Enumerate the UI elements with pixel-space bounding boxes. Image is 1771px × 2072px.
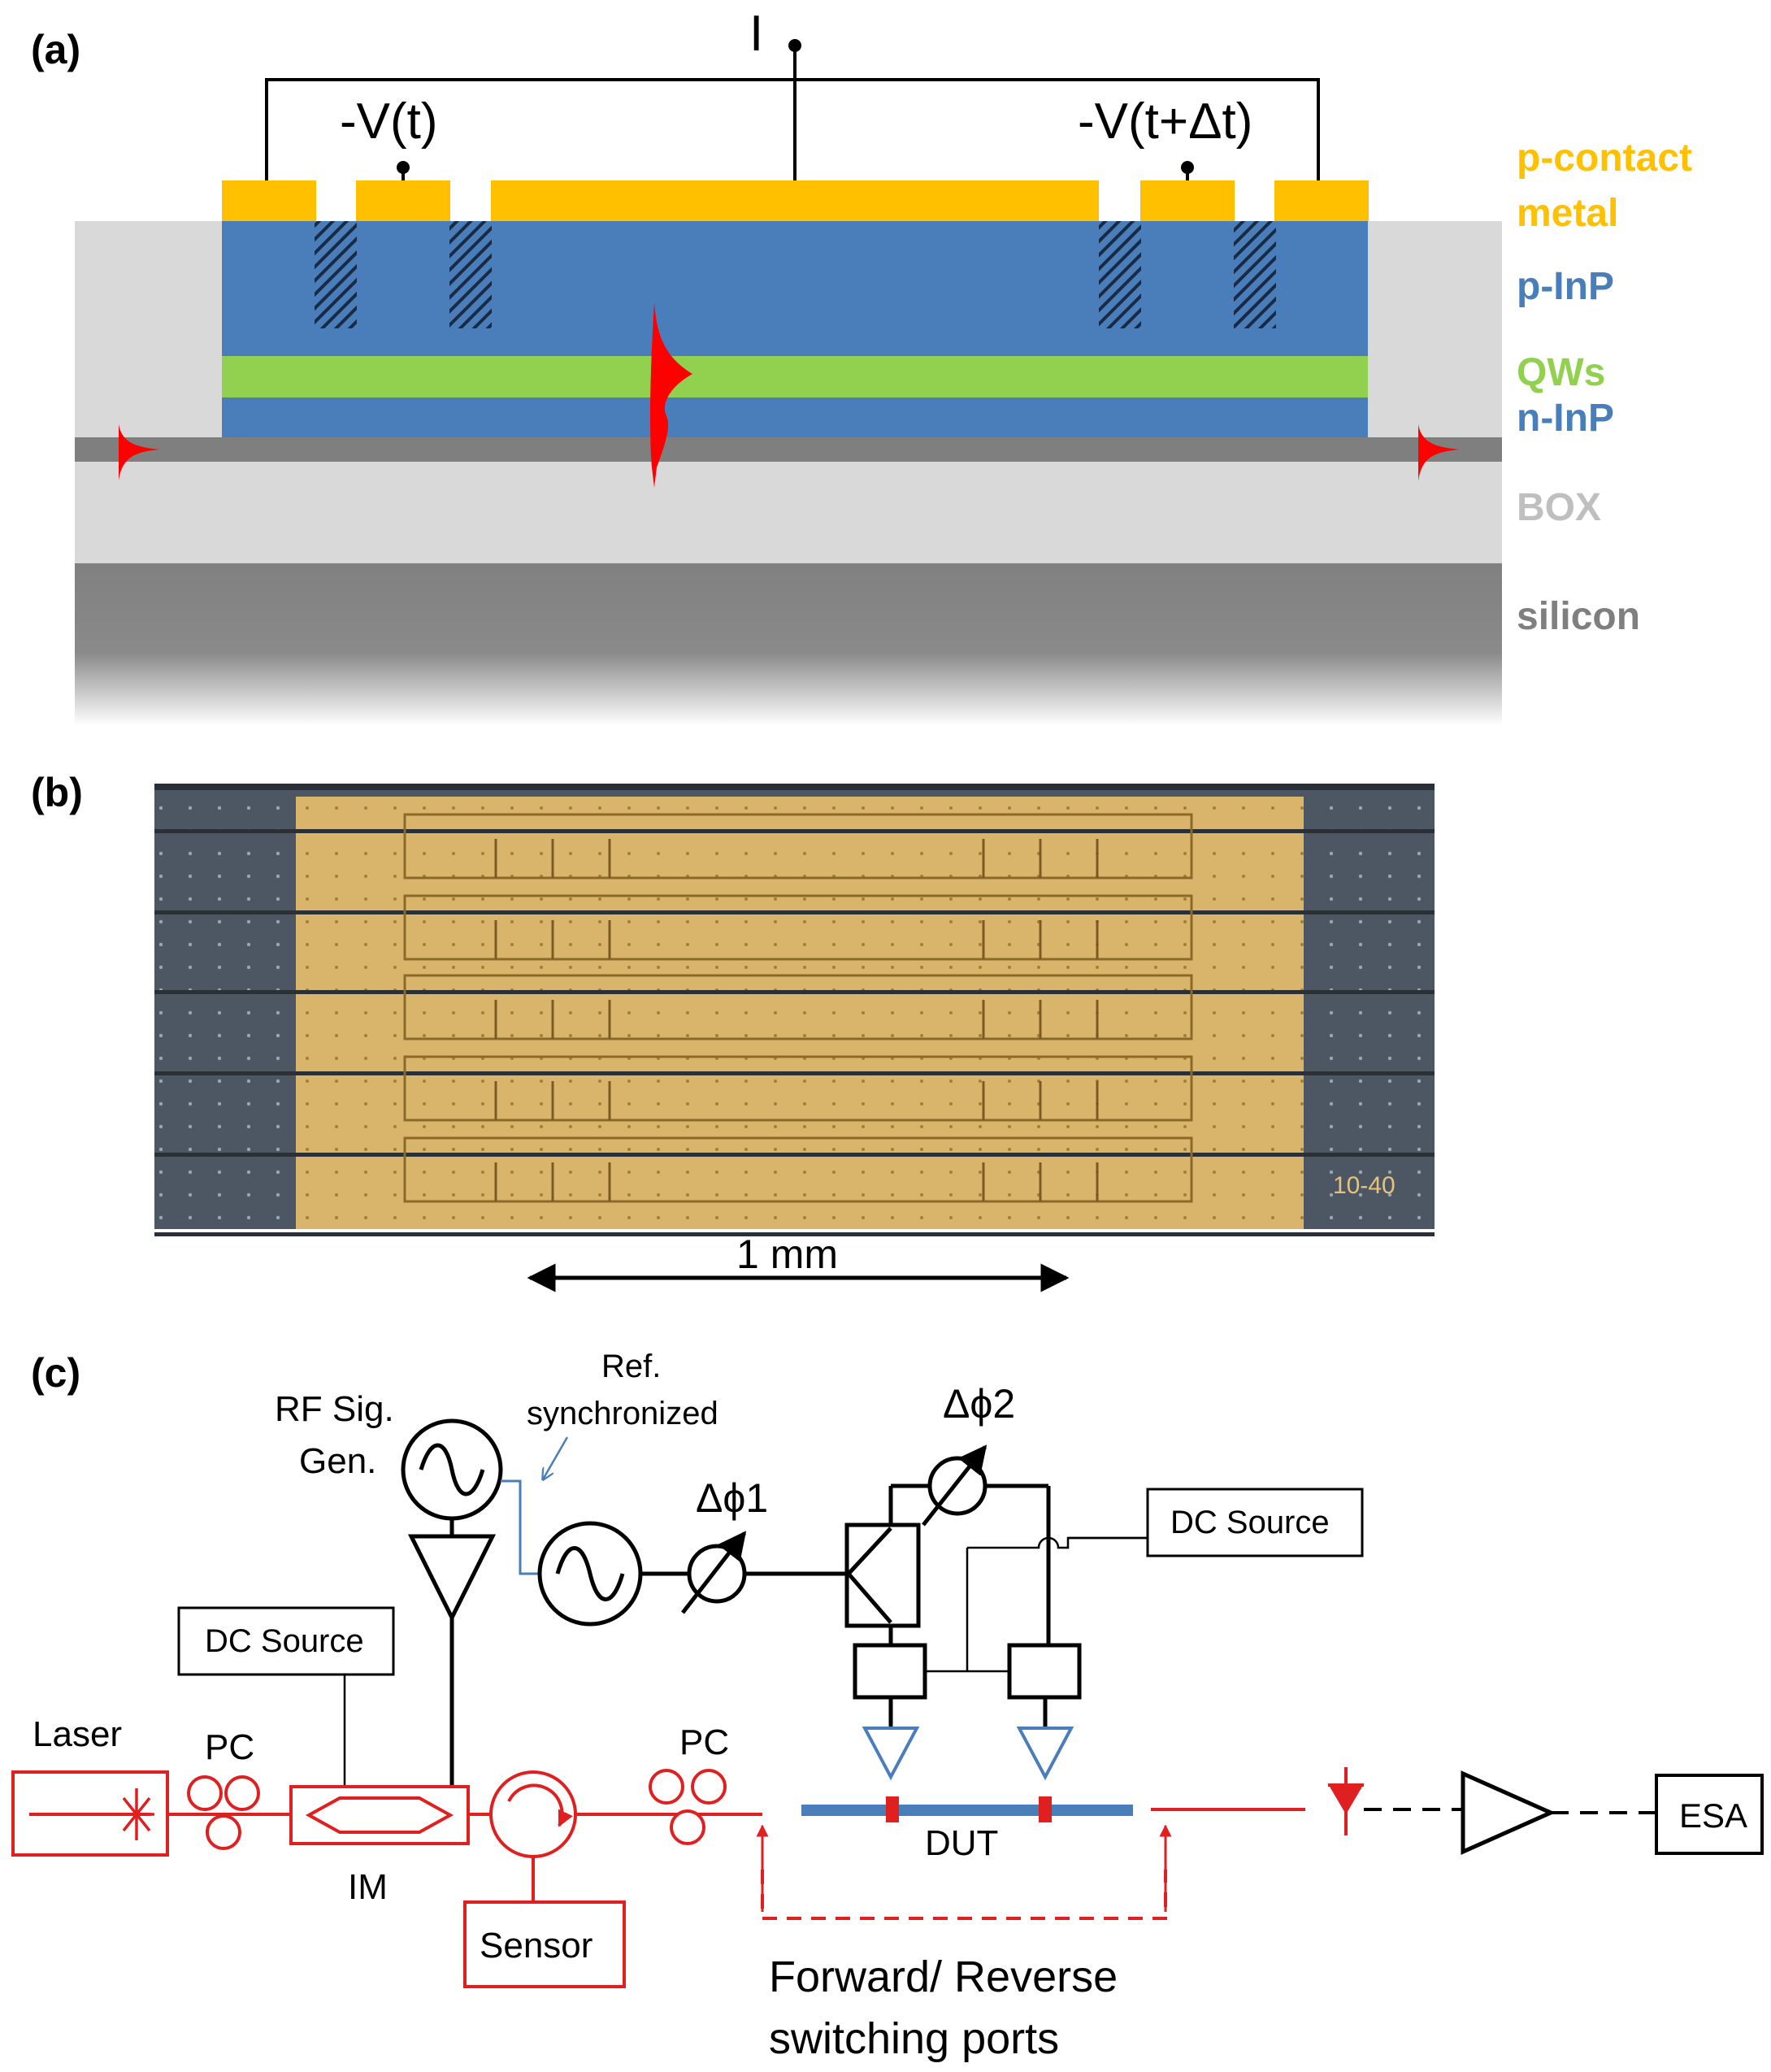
phase-shifter-2-arrow bbox=[922, 1444, 988, 1527]
chip-device-outline bbox=[403, 813, 1193, 880]
chip-device-outline bbox=[403, 894, 1193, 961]
dut-pad-right bbox=[1039, 1796, 1052, 1822]
contact-metal bbox=[1274, 180, 1369, 221]
p-inp-layer bbox=[222, 221, 1368, 356]
sensor-label: Sensor bbox=[480, 1926, 593, 1966]
voltage-terminal-left bbox=[397, 161, 410, 174]
legend-silicon: silicon bbox=[1517, 595, 1640, 638]
switch-dashed-line bbox=[761, 1870, 1167, 1920]
mzi-icon bbox=[305, 1796, 454, 1834]
ref-arrow bbox=[543, 1436, 569, 1479]
scale-label: 1 mm bbox=[736, 1231, 838, 1277]
mode-profile bbox=[650, 302, 692, 488]
rf-gen-label-2: Gen. bbox=[299, 1441, 376, 1481]
chip-device-outline bbox=[403, 1055, 1193, 1122]
ref-label-1: Ref. bbox=[601, 1349, 661, 1384]
pc-left-label: PC bbox=[205, 1727, 254, 1767]
probe-right bbox=[1016, 1727, 1074, 1781]
chip-waveguide-line bbox=[154, 1232, 1435, 1236]
laser-label: Laser bbox=[33, 1714, 122, 1754]
dc-source-left bbox=[177, 1606, 395, 1676]
current-label: I bbox=[749, 6, 763, 62]
bias-tee-right bbox=[1007, 1643, 1082, 1700]
chip-waveguide-line bbox=[154, 910, 1435, 914]
panel-c: (c) RF Sig. Gen. Ref. synchronized Δϕ1 Δ… bbox=[11, 1349, 1764, 2063]
contact-metal bbox=[491, 180, 1099, 221]
contact-metal bbox=[356, 180, 450, 221]
panel-b-label: (b) bbox=[31, 770, 83, 815]
ref-label-2: synchronized bbox=[527, 1396, 718, 1431]
legend-qws: QWs bbox=[1517, 351, 1605, 394]
switch-label-1: Forward/ Reverse bbox=[769, 1953, 1118, 2001]
current-terminal bbox=[788, 39, 801, 52]
laser-star-icon bbox=[119, 1788, 154, 1840]
bias-wire bbox=[967, 1536, 1148, 1549]
legend-p-inp: p-InP bbox=[1517, 265, 1614, 308]
dut-bar bbox=[801, 1805, 1133, 1816]
phase-1-label: Δϕ1 bbox=[696, 1475, 768, 1521]
isolation-trench bbox=[1234, 221, 1276, 328]
dc-source-left-label: DC Source bbox=[205, 1623, 364, 1659]
intensity-modulator bbox=[289, 1785, 470, 1845]
legend-p-contact: p-contact bbox=[1517, 137, 1692, 180]
sensor bbox=[463, 1900, 626, 1988]
chip-marking: 10-40 bbox=[1333, 1172, 1396, 1199]
chip-waveguide-line bbox=[154, 990, 1435, 994]
ref-line bbox=[501, 1479, 540, 1575]
contact-metal bbox=[222, 180, 316, 221]
isolation-trench bbox=[1099, 221, 1141, 328]
phase-shifter-1-arrow bbox=[681, 1531, 747, 1614]
isolation-trench bbox=[449, 221, 492, 328]
sine-icon bbox=[419, 1443, 485, 1496]
dut-pad-left bbox=[886, 1796, 899, 1822]
silicon-layer bbox=[75, 563, 1502, 726]
dc-source-top bbox=[1146, 1488, 1364, 1557]
rf-gen-label-1: RF Sig. bbox=[275, 1389, 394, 1429]
phase-2-label: Δϕ2 bbox=[943, 1381, 1015, 1427]
circulator-arrow-icon bbox=[507, 1783, 573, 1827]
chip-waveguide-line bbox=[154, 1071, 1435, 1075]
panel-c-label: (c) bbox=[31, 1350, 80, 1396]
chip-waveguide-line bbox=[154, 829, 1435, 833]
chip-rows bbox=[154, 813, 1435, 1236]
pc-right-label: PC bbox=[679, 1722, 729, 1762]
esa-label: ESA bbox=[1679, 1796, 1747, 1835]
rf-splitter-lines bbox=[847, 1527, 892, 1624]
input-pulse bbox=[119, 424, 159, 481]
sine-icon bbox=[555, 1546, 625, 1601]
chip-waveguide-line bbox=[154, 1153, 1435, 1157]
esa bbox=[1655, 1774, 1764, 1855]
rf-amplifier bbox=[407, 1534, 497, 1622]
rf-amplifier-2 bbox=[1461, 1770, 1556, 1855]
qws-layer bbox=[222, 355, 1368, 397]
polarization-controller-right bbox=[649, 1769, 727, 1845]
voltage-label-right: -V(t+Δt) bbox=[1078, 93, 1252, 150]
switch-label-2: switching ports bbox=[769, 2014, 1059, 2063]
n-inp-layer bbox=[222, 397, 1368, 439]
legend-n-inp: n-InP bbox=[1517, 397, 1614, 440]
dc-source-top-label: DC Source bbox=[1170, 1505, 1330, 1540]
contact-metal bbox=[1140, 180, 1235, 221]
chip-device-outline bbox=[403, 974, 1193, 1040]
isolation-trench bbox=[315, 221, 357, 328]
voltage-label-left: -V(t) bbox=[340, 93, 438, 150]
panel-a-label: (a) bbox=[31, 27, 80, 72]
rf-splitter bbox=[844, 1523, 921, 1628]
chip-device-outline bbox=[403, 1136, 1193, 1203]
probe-left bbox=[862, 1727, 920, 1781]
legend-box: BOX bbox=[1517, 486, 1601, 529]
chip-micrograph bbox=[154, 784, 1435, 1236]
polarization-controller-left bbox=[187, 1775, 260, 1850]
panel-a: (a) I -V(t) -V(t+Δt) p bbox=[31, 6, 1692, 726]
current-wiring bbox=[265, 78, 1320, 180]
bias-tee-left bbox=[853, 1643, 927, 1700]
legend-metal: metal bbox=[1517, 192, 1618, 235]
im-label: IM bbox=[348, 1867, 388, 1907]
dut-label: DUT bbox=[925, 1823, 998, 1863]
output-pulse bbox=[1418, 424, 1459, 481]
voltage-terminal-right bbox=[1181, 161, 1194, 174]
waveguide-layer bbox=[75, 437, 1502, 462]
panel-b: (b) 10-40 1 mm bbox=[31, 770, 1435, 1292]
